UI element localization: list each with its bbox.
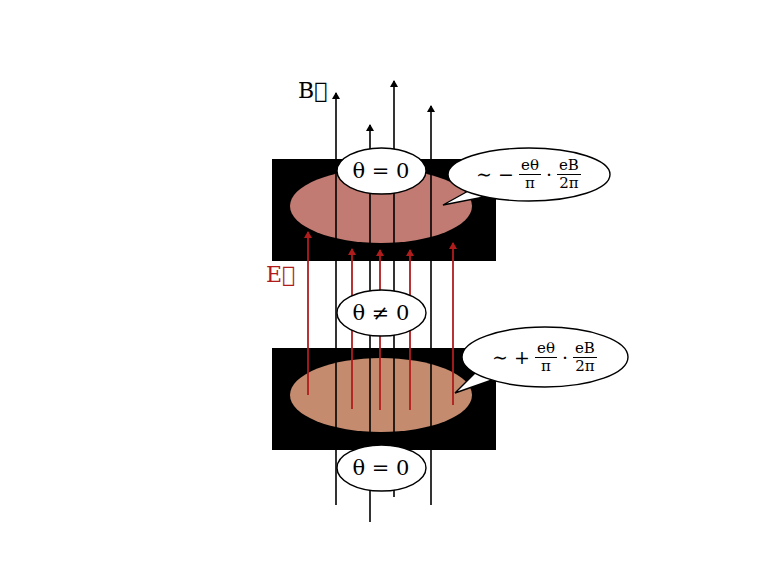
formula-part: · <box>546 163 552 185</box>
denominator: 2π <box>557 175 580 192</box>
denominator: 2π <box>573 358 596 375</box>
bubble-shape <box>337 445 426 491</box>
formula-part: · <box>562 346 568 368</box>
bubble-shape <box>337 290 426 336</box>
numerator: eB <box>557 157 581 175</box>
electric-field-line <box>452 243 454 405</box>
node-text: θ = 0 <box>353 456 410 480</box>
electric-field-line <box>307 232 309 395</box>
denominator: π <box>539 358 553 375</box>
callout-bubble: ∼ +eθπ·eB2π <box>461 326 629 388</box>
node-content: θ = 0 <box>336 444 427 492</box>
field-line <box>430 106 432 505</box>
numerator: eθ <box>535 340 557 358</box>
field-line <box>393 81 395 497</box>
fraction: eB2π <box>557 157 581 191</box>
theta-bubble: θ = 0 <box>336 444 427 492</box>
node-content: θ = 0 <box>336 147 427 195</box>
node-content: ∼ −eθπ·eB2π <box>447 147 611 202</box>
bubble-shape <box>462 327 628 387</box>
numerator: eθ <box>519 157 541 175</box>
node-text: θ ≠ 0 <box>353 301 410 325</box>
numerator: eB <box>573 340 597 358</box>
node-content: θ ≠ 0 <box>336 289 427 337</box>
bubble-shape <box>448 148 610 201</box>
field-label: B⃗ <box>298 78 327 103</box>
field-line <box>335 93 337 505</box>
bubble-shape <box>337 148 426 194</box>
bottom-plate <box>272 348 496 450</box>
fraction: eθπ <box>519 157 541 191</box>
theta-bubble: θ ≠ 0 <box>336 289 427 337</box>
denominator: π <box>523 175 537 192</box>
formula-part: ∼ − <box>476 163 514 185</box>
node-text: θ = 0 <box>353 159 410 183</box>
field-label: E⃗ <box>266 262 295 287</box>
node-content: ∼ +eθπ·eB2π <box>461 326 629 388</box>
callout-bubble: ∼ −eθπ·eB2π <box>447 147 611 202</box>
fraction: eθπ <box>535 340 557 374</box>
theta-bubble: θ = 0 <box>336 147 427 195</box>
bottom-charge-region <box>290 358 472 432</box>
fraction: eB2π <box>573 340 597 374</box>
formula-part: ∼ + <box>492 346 530 368</box>
